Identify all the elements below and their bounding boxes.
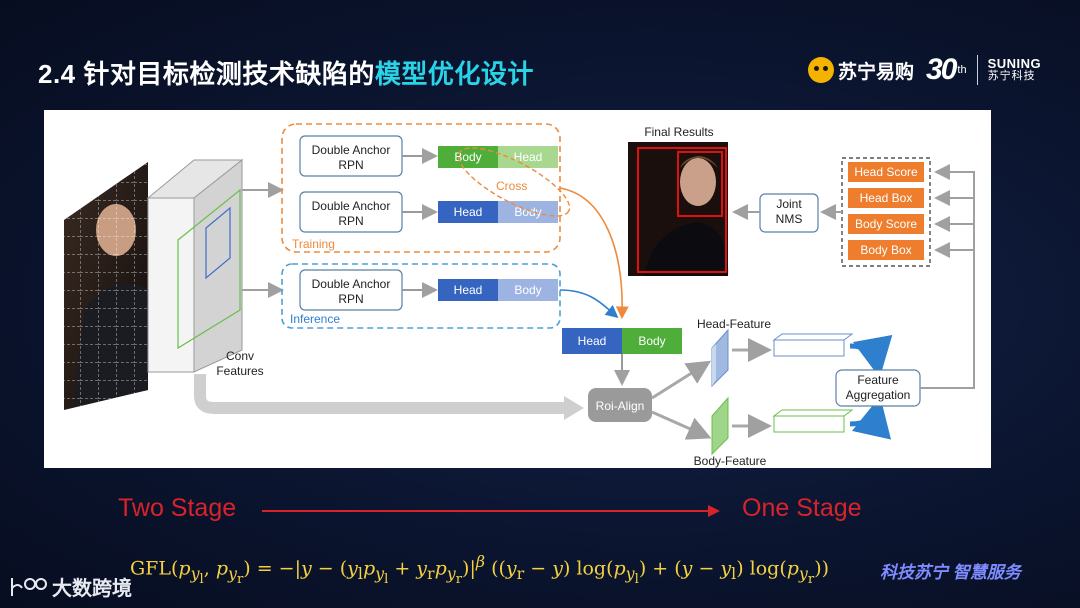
slogan: 科技苏宁 智慧服务 <box>880 563 1021 582</box>
brand-name: 苏宁易购 <box>838 61 915 83</box>
svg-text:Body Box: Body Box <box>860 243 911 257</box>
row2-second: Body <box>514 205 541 219</box>
svg-text:Head Score: Head Score <box>854 165 918 179</box>
roi-align-box <box>588 388 652 422</box>
slide-title: 2.4 针对目标检测技术缺陷的模型优化设计 <box>38 54 534 91</box>
body-feature-map <box>711 396 729 456</box>
brand-anniversary-suffix: th <box>957 64 967 76</box>
head-feature-map <box>711 328 729 388</box>
row2-head-cell <box>438 201 498 223</box>
row1-head-cell <box>498 146 558 168</box>
row3-first: Head <box>454 283 483 297</box>
output-head-box: Head Box <box>848 188 924 208</box>
output-body-score: Body Score <box>848 214 924 234</box>
output-body-box: Body Box <box>848 240 924 260</box>
row3-second: Body <box>514 283 541 297</box>
footer-logo-text: 大数跨境 <box>52 578 132 600</box>
merged-head-cell <box>562 328 622 354</box>
final-results-image <box>628 142 729 276</box>
two-stage-label: Two Stage <box>118 494 237 522</box>
row1-body-cell <box>438 146 498 168</box>
brand-anniversary: 30 <box>926 53 957 86</box>
body-feature-label: Body-Feature <box>694 454 767 468</box>
svg-text:Head Box: Head Box <box>860 191 913 205</box>
footer-logo-icon <box>11 577 47 596</box>
row2-body-cell <box>498 201 558 223</box>
row3-head-cell <box>438 279 498 301</box>
footer-logo: 大数跨境 <box>8 572 132 601</box>
row3-body-cell <box>498 279 558 301</box>
brand-logo: 苏宁易购 30 th SUNING 苏宁科技 <box>808 52 1041 88</box>
title-accent: 模型优化设计 <box>374 59 534 89</box>
brand-suning-en: SUNING <box>987 56 1042 71</box>
training-label: Training <box>292 237 335 251</box>
title-prefix: 2.4 针对目标检测技术缺陷的 <box>38 59 375 89</box>
svg-text:Body Score: Body Score <box>855 217 917 231</box>
inference-label: Inference <box>290 312 340 326</box>
merged-head: Head <box>578 334 607 348</box>
stage-arrow <box>262 505 720 517</box>
conv-feature-map <box>146 158 244 373</box>
roi-align: Roi-Align <box>596 399 645 413</box>
lion-mascot-icon <box>808 57 834 83</box>
brand-suning: SUNING 苏宁科技 <box>988 57 1042 83</box>
merged-body-cell <box>622 328 682 354</box>
row1-first: Body <box>454 150 481 164</box>
final-results-label: Final Results <box>644 125 713 139</box>
one-stage-label: One Stage <box>742 494 862 522</box>
gfl-formula: GFL(pyl, pyr) = −|y − (ylpyl + yrpyr)|β … <box>130 552 830 588</box>
row2-first: Head <box>454 205 483 219</box>
output-head-score: Head Score <box>848 162 924 182</box>
merged-body: Body <box>638 334 665 348</box>
cross-label: Cross <box>496 179 527 193</box>
input-image <box>64 162 148 410</box>
inference-box <box>281 263 561 329</box>
head-feature-label: Head-Feature <box>697 317 771 331</box>
brand-divider <box>976 55 978 85</box>
brand-suning-cn: 苏宁科技 <box>987 70 1036 82</box>
row1-second: Head <box>514 150 543 164</box>
